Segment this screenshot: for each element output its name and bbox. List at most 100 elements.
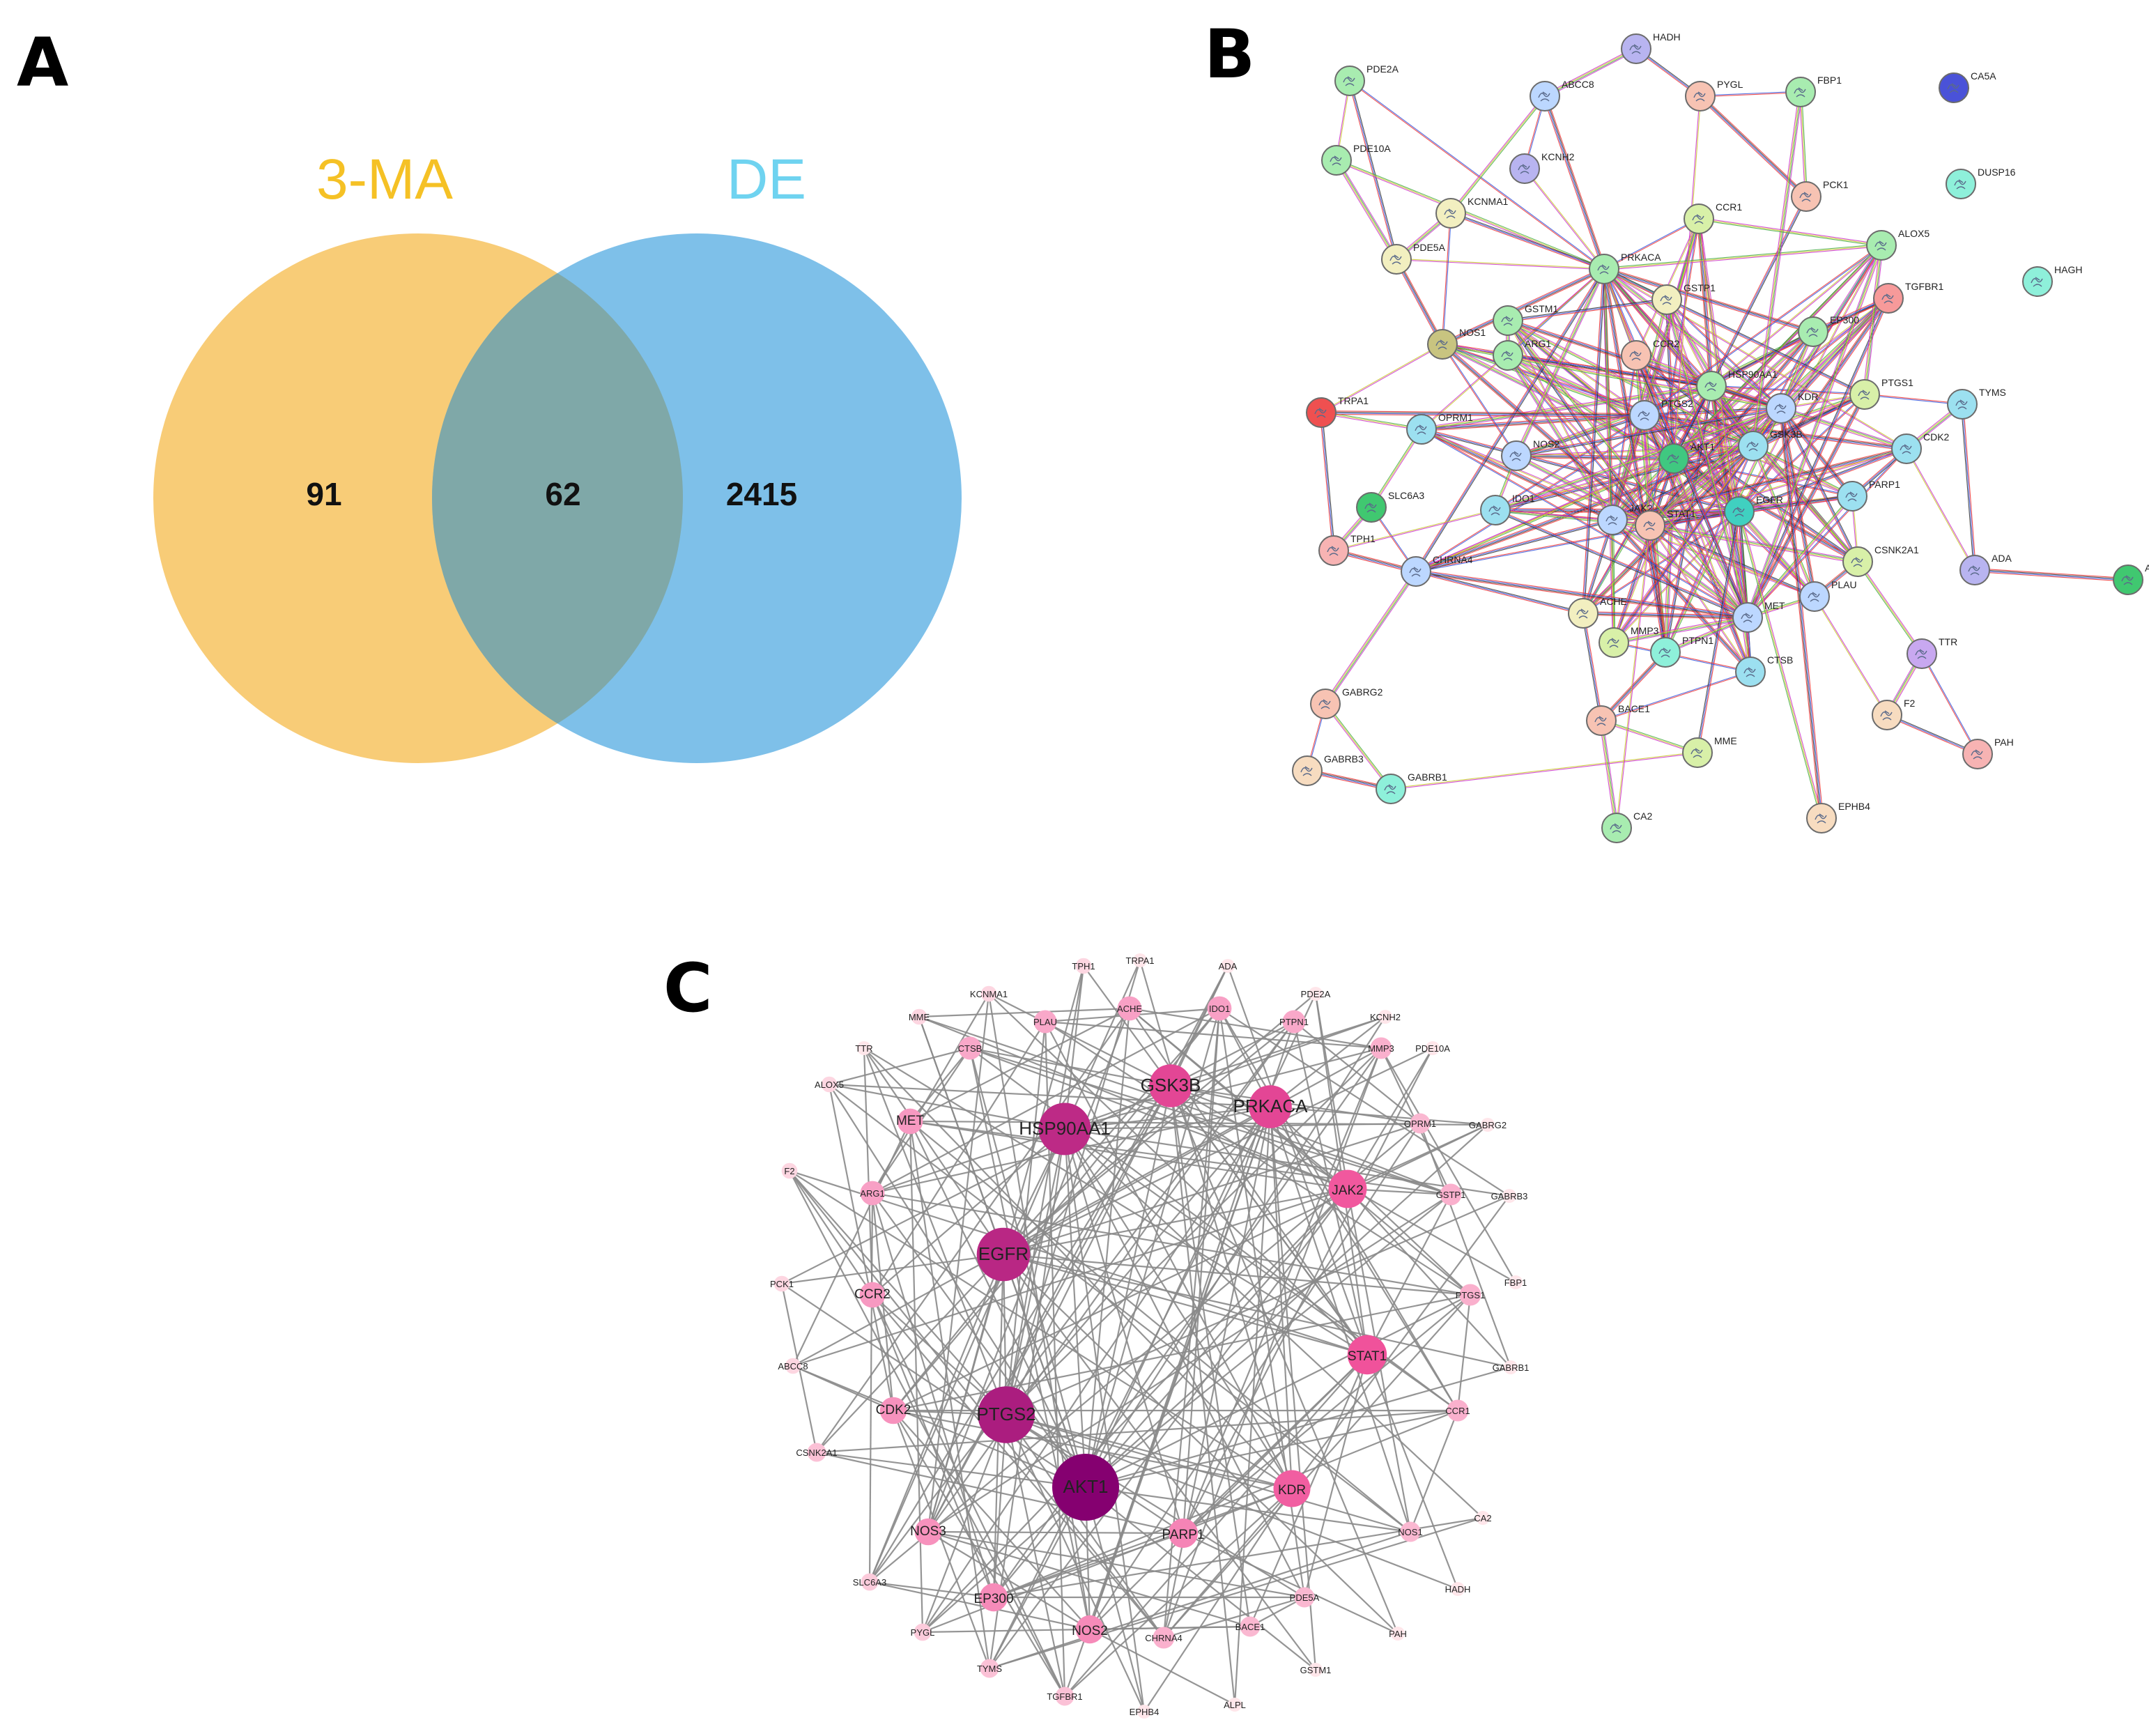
string-node-nos2[interactable]: NOS2 xyxy=(1501,438,1559,471)
string-node-gabrb1[interactable]: GABRB1 xyxy=(1376,771,1447,804)
hub-node-circle[interactable] xyxy=(821,1076,838,1093)
hub-node-ttr[interactable]: TTR xyxy=(855,1041,873,1055)
string-node-ache[interactable]: ACHE xyxy=(1568,596,1627,629)
hub-node-circle[interactable] xyxy=(978,1386,1035,1443)
string-node-stat1[interactable]: STAT1 xyxy=(1635,508,1696,541)
string-node-gstp1[interactable]: GSTP1 xyxy=(1651,282,1716,315)
hub-node-circle[interactable] xyxy=(1481,1118,1495,1132)
string-node-oprm1[interactable]: OPRM1 xyxy=(1406,412,1473,445)
hub-node-circle[interactable] xyxy=(1440,1183,1462,1206)
hub-node-nos1[interactable]: NOS1 xyxy=(1398,1521,1423,1542)
hub-node-circle[interactable] xyxy=(1294,1587,1315,1608)
hub-node-circle[interactable] xyxy=(979,1583,1008,1612)
string-node-cdk2[interactable]: CDK2 xyxy=(1891,431,1950,464)
string-node-pah[interactable]: PAH xyxy=(1962,737,2014,769)
hub-node-circle[interactable] xyxy=(1137,1705,1151,1719)
hub-node-circle[interactable] xyxy=(1309,1663,1323,1677)
hub-node-jak2[interactable]: JAK2 xyxy=(1328,1169,1367,1208)
hub-node-circle[interactable] xyxy=(1228,1698,1242,1712)
hub-node-circle[interactable] xyxy=(911,1008,927,1025)
hub-node-csnk2a1[interactable]: CSNK2A1 xyxy=(796,1443,838,1462)
string-node-ccr2[interactable]: CCR2 xyxy=(1621,338,1679,371)
string-node-plau[interactable]: PLAU xyxy=(1799,579,1857,612)
hub-node-circle[interactable] xyxy=(1273,1470,1311,1507)
hub-node-bace1[interactable]: BACE1 xyxy=(1235,1616,1265,1637)
hub-node-alpl[interactable]: ALPL xyxy=(1224,1698,1246,1712)
string-node-slc6a3[interactable]: SLC6A3 xyxy=(1356,490,1424,523)
string-node-pde2a[interactable]: PDE2A xyxy=(1334,63,1399,96)
string-node-ca5a[interactable]: CA5A xyxy=(1939,70,1996,103)
hub-node-circle[interactable] xyxy=(861,1573,879,1591)
string-node-ptgs1[interactable]: PTGS1 xyxy=(1849,377,1913,410)
string-node-ephb4[interactable]: EPHB4 xyxy=(1806,801,1870,834)
hub-node-circle[interactable] xyxy=(1370,1037,1392,1059)
hub-node-circle[interactable] xyxy=(1378,1010,1392,1024)
string-node-alox5[interactable]: ALOX5 xyxy=(1866,228,1930,261)
hub-node-circle[interactable] xyxy=(1509,1275,1523,1289)
hub-node-circle[interactable] xyxy=(914,1623,932,1641)
string-node-ccr1[interactable]: CCR1 xyxy=(1684,201,1742,234)
hub-node-circle[interactable] xyxy=(1033,1010,1057,1034)
string-node-tyms[interactable]: TYMS xyxy=(1947,387,2006,420)
string-node-nos1[interactable]: NOS1 xyxy=(1427,327,1486,360)
hub-node-ache[interactable]: ACHE xyxy=(1117,996,1142,1021)
string-node-abcc8[interactable]: ABCC8 xyxy=(1530,79,1594,112)
string-node-ctsb[interactable]: CTSB xyxy=(1735,654,1793,687)
hub-node-circle[interactable] xyxy=(1038,1103,1091,1155)
hub-node-circle[interactable] xyxy=(1426,1041,1440,1055)
hub-node-circle[interactable] xyxy=(859,1282,886,1308)
hub-node-circle[interactable] xyxy=(1282,1010,1306,1034)
string-node-egfr[interactable]: EGFR xyxy=(1724,494,1783,527)
hub-node-circle[interactable] xyxy=(1476,1511,1490,1525)
hub-node-ca2[interactable]: CA2 xyxy=(1474,1511,1492,1525)
hub-node-ido1[interactable]: IDO1 xyxy=(1207,996,1232,1021)
string-node-parp1[interactable]: PARP1 xyxy=(1837,479,1900,512)
hub-node-plau[interactable]: PLAU xyxy=(1033,1010,1057,1034)
string-node-ada[interactable]: ADA xyxy=(1959,553,2012,585)
hub-node-pygl[interactable]: PYGL xyxy=(911,1623,935,1641)
hub-node-nos3[interactable]: NOS3 xyxy=(910,1518,946,1546)
hub-node-abcc8[interactable]: ABCC8 xyxy=(778,1358,808,1374)
hub-node-stat1[interactable]: STAT1 xyxy=(1347,1335,1387,1375)
hub-node-circle[interactable] xyxy=(976,1227,1031,1282)
string-node-chrna4[interactable]: CHRNA4 xyxy=(1401,554,1473,587)
hub-node-circle[interactable] xyxy=(1410,1113,1431,1134)
hub-node-circle[interactable] xyxy=(1347,1335,1387,1375)
hub-node-pde5a[interactable]: PDE5A xyxy=(1290,1587,1320,1608)
string-node-gstm1[interactable]: GSTM1 xyxy=(1493,303,1558,336)
string-node-ttr[interactable]: TTR xyxy=(1907,636,1957,669)
hub-node-gstp1[interactable]: GSTP1 xyxy=(1436,1183,1466,1206)
hub-node-kcnh2[interactable]: KCNH2 xyxy=(1370,1010,1401,1024)
hub-node-circle[interactable] xyxy=(1328,1169,1367,1208)
hub-node-ptgs2[interactable]: PTGS2 xyxy=(976,1386,1036,1443)
hub-node-arg1[interactable]: ARG1 xyxy=(860,1181,885,1206)
string-node-akt1[interactable]: AKT1 xyxy=(1658,441,1715,474)
hub-node-circle[interactable] xyxy=(1075,958,1092,974)
string-node-mme[interactable]: MME xyxy=(1682,735,1737,768)
hub-node-ptpn1[interactable]: PTPN1 xyxy=(1279,1010,1309,1034)
hub-node-tyms[interactable]: TYMS xyxy=(977,1659,1002,1678)
hub-node-alox5[interactable]: ALOX5 xyxy=(815,1076,844,1093)
string-node-pde10a[interactable]: PDE10A xyxy=(1321,143,1391,176)
hub-node-circle[interactable] xyxy=(1153,1627,1175,1649)
hub-node-parp1[interactable]: PARP1 xyxy=(1162,1518,1205,1549)
string-node-ptgs2[interactable]: PTGS2 xyxy=(1629,398,1693,431)
string-node-arg1[interactable]: ARG1 xyxy=(1493,338,1551,371)
string-node-csnk2a1[interactable]: CSNK2A1 xyxy=(1842,544,1919,577)
string-node-tgfbr1[interactable]: TGFBR1 xyxy=(1873,281,1943,314)
hub-node-circle[interactable] xyxy=(1117,996,1142,1021)
hub-node-mmp3[interactable]: MMP3 xyxy=(1368,1037,1394,1059)
hub-node-mme[interactable]: MME xyxy=(909,1008,930,1025)
hub-node-circle[interactable] xyxy=(958,1036,982,1060)
string-node-pde5a[interactable]: PDE5A xyxy=(1381,242,1446,275)
hub-node-kdr[interactable]: KDR xyxy=(1273,1470,1311,1507)
string-node-gsk3b[interactable]: GSK3B xyxy=(1738,429,1803,461)
hub-node-pck1[interactable]: PCK1 xyxy=(770,1275,794,1292)
hub-node-gabrb3[interactable]: GABRB3 xyxy=(1491,1189,1528,1203)
hub-node-ephb4[interactable]: EPHB4 xyxy=(1130,1705,1160,1719)
string-node-mmp3[interactable]: MMP3 xyxy=(1599,625,1659,658)
string-node-gabrg2[interactable]: GABRG2 xyxy=(1310,686,1383,719)
hub-node-circle[interactable] xyxy=(1168,1518,1199,1549)
string-node-hadh[interactable]: HADH xyxy=(1621,31,1681,64)
hub-node-circle[interactable] xyxy=(1391,1627,1405,1641)
